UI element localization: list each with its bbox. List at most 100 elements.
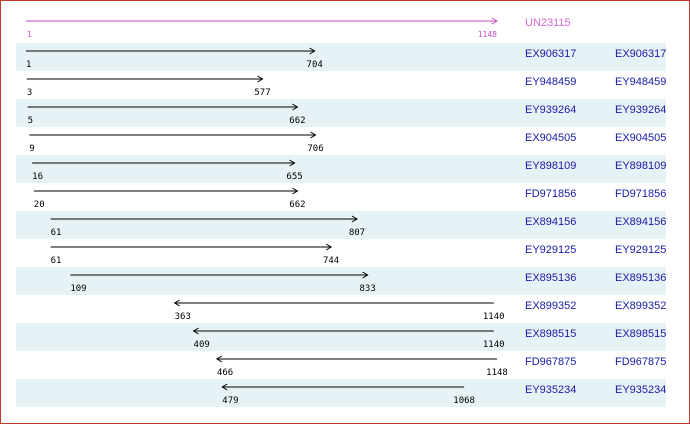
hit-arrow — [32, 159, 296, 167]
hit-row: 109 833 EX895136 EX895136 — [70, 271, 666, 294]
hit-row: 466 1148 FD967875 FD967875 — [215, 355, 666, 378]
hit-start-label: 363 — [175, 312, 191, 322]
reference-arrow-head — [491, 17, 498, 25]
hit-arrow-head — [173, 299, 180, 307]
hit-name[interactable]: EY939264 — [525, 104, 576, 116]
hit-arrow — [50, 243, 333, 251]
hit-start-label: 109 — [70, 284, 86, 294]
hit-name[interactable]: FD967875 — [525, 356, 576, 368]
hit-start-label: 20 — [34, 200, 45, 210]
hit-link[interactable]: EX906317 — [615, 48, 666, 60]
hit-link[interactable]: EY935234 — [615, 384, 666, 396]
row-band — [16, 379, 666, 407]
hit-end-label: 662 — [289, 200, 305, 210]
hit-arrow — [26, 75, 264, 83]
hit-arrow — [215, 355, 497, 363]
hit-arrow — [29, 131, 317, 139]
hit-start-label: 61 — [51, 256, 62, 266]
hit-arrow-head — [221, 383, 228, 391]
hit-arrow-head — [192, 327, 199, 335]
hit-name[interactable]: EY898109 — [525, 160, 576, 172]
hit-arrow-head — [310, 131, 317, 139]
reference-track: 1 1148 UN23115 — [26, 17, 571, 39]
hit-end-label: 655 — [286, 172, 302, 182]
hit-name[interactable]: EX898515 — [525, 328, 576, 340]
hit-arrow — [192, 327, 494, 335]
hit-name[interactable]: EX904505 — [525, 132, 576, 144]
hit-end-label: 662 — [289, 116, 305, 126]
hit-row: 479 1068 EY935234 EY935234 — [221, 383, 666, 406]
hit-row: 5 662 EY939264 EY939264 — [27, 103, 666, 126]
hit-arrow-head — [325, 243, 333, 251]
hit-start-label: 9 — [29, 144, 34, 154]
hit-start-label: 409 — [194, 340, 210, 350]
hit-row: 16 655 EY898109 EY898109 — [32, 159, 666, 182]
hit-row: 363 1140 EX899352 EX899352 — [173, 299, 666, 322]
hit-arrow — [33, 187, 299, 195]
hit-end-label: 1068 — [453, 396, 475, 406]
hit-arrow-head — [289, 159, 296, 167]
hit-name[interactable]: EX895136 — [525, 272, 576, 284]
hit-link[interactable]: EX895136 — [615, 272, 666, 284]
hit-arrow-head — [292, 187, 299, 195]
hit-link[interactable]: EX898515 — [615, 328, 666, 340]
hit-name[interactable]: FD971856 — [525, 188, 576, 200]
hit-end-label: 833 — [360, 284, 376, 294]
hit-name[interactable]: EX906317 — [525, 48, 576, 60]
hit-link[interactable]: EY929125 — [615, 244, 666, 256]
hit-end-label: 704 — [307, 60, 323, 70]
row-bands — [16, 43, 666, 407]
hit-arrow — [221, 383, 465, 391]
hit-end-label: 1140 — [483, 312, 505, 322]
hit-name[interactable]: EY948459 — [525, 76, 576, 88]
hit-arrow — [26, 47, 316, 55]
hit-link[interactable]: EY948459 — [615, 76, 666, 88]
reference-name: UN23115 — [525, 17, 571, 29]
hit-link[interactable]: FD971856 — [615, 188, 666, 200]
hit-name[interactable]: EX894156 — [525, 216, 576, 228]
hit-start-label: 466 — [217, 368, 233, 378]
hit-name[interactable]: EY929125 — [525, 244, 576, 256]
hit-link[interactable]: EY898109 — [615, 160, 666, 172]
hit-start-label: 479 — [222, 396, 238, 406]
hit-arrow — [27, 103, 299, 111]
hit-start-label: 16 — [32, 172, 43, 182]
reference-start-label: 1 — [27, 30, 32, 39]
hit-row: 61 744 EY929125 EY929125 — [50, 243, 666, 266]
hit-end-label: 1148 — [486, 368, 508, 378]
row-band — [16, 211, 666, 239]
hit-arrow-head — [362, 271, 369, 279]
hit-start-label: 61 — [51, 228, 62, 238]
row-band — [16, 43, 666, 71]
row-band — [16, 267, 666, 295]
reference-end-label: 1148 — [478, 30, 497, 39]
hit-end-label: 1140 — [483, 340, 505, 350]
hit-link[interactable]: EX894156 — [615, 216, 666, 228]
hit-link[interactable]: EY939264 — [615, 104, 666, 116]
hit-arrow — [70, 271, 369, 279]
hit-arrow — [50, 215, 358, 223]
hit-end-label: 744 — [323, 256, 339, 266]
hit-name[interactable]: EX899352 — [525, 300, 576, 312]
hit-link[interactable]: EX904505 — [615, 132, 666, 144]
hit-name[interactable]: EY935234 — [525, 384, 576, 396]
hit-link[interactable]: EX899352 — [615, 300, 666, 312]
hit-arrow-head — [215, 355, 223, 363]
hit-start-label: 5 — [28, 116, 33, 126]
hit-end-label: 706 — [307, 144, 323, 154]
hit-row: 9 706 EX904505 EX904505 — [29, 131, 666, 154]
row-band — [16, 155, 666, 183]
hit-link[interactable]: FD967875 — [615, 356, 666, 368]
hit-row: 409 1140 EX898515 EX898515 — [192, 327, 666, 350]
hit-arrow-head — [309, 47, 316, 55]
hit-arrow-head — [257, 75, 264, 83]
hit-arrow — [173, 299, 494, 307]
hit-arrow-head — [351, 215, 358, 223]
hit-arrow-head — [292, 103, 299, 111]
hit-row: 20 662 FD971856 FD971856 — [33, 187, 666, 210]
